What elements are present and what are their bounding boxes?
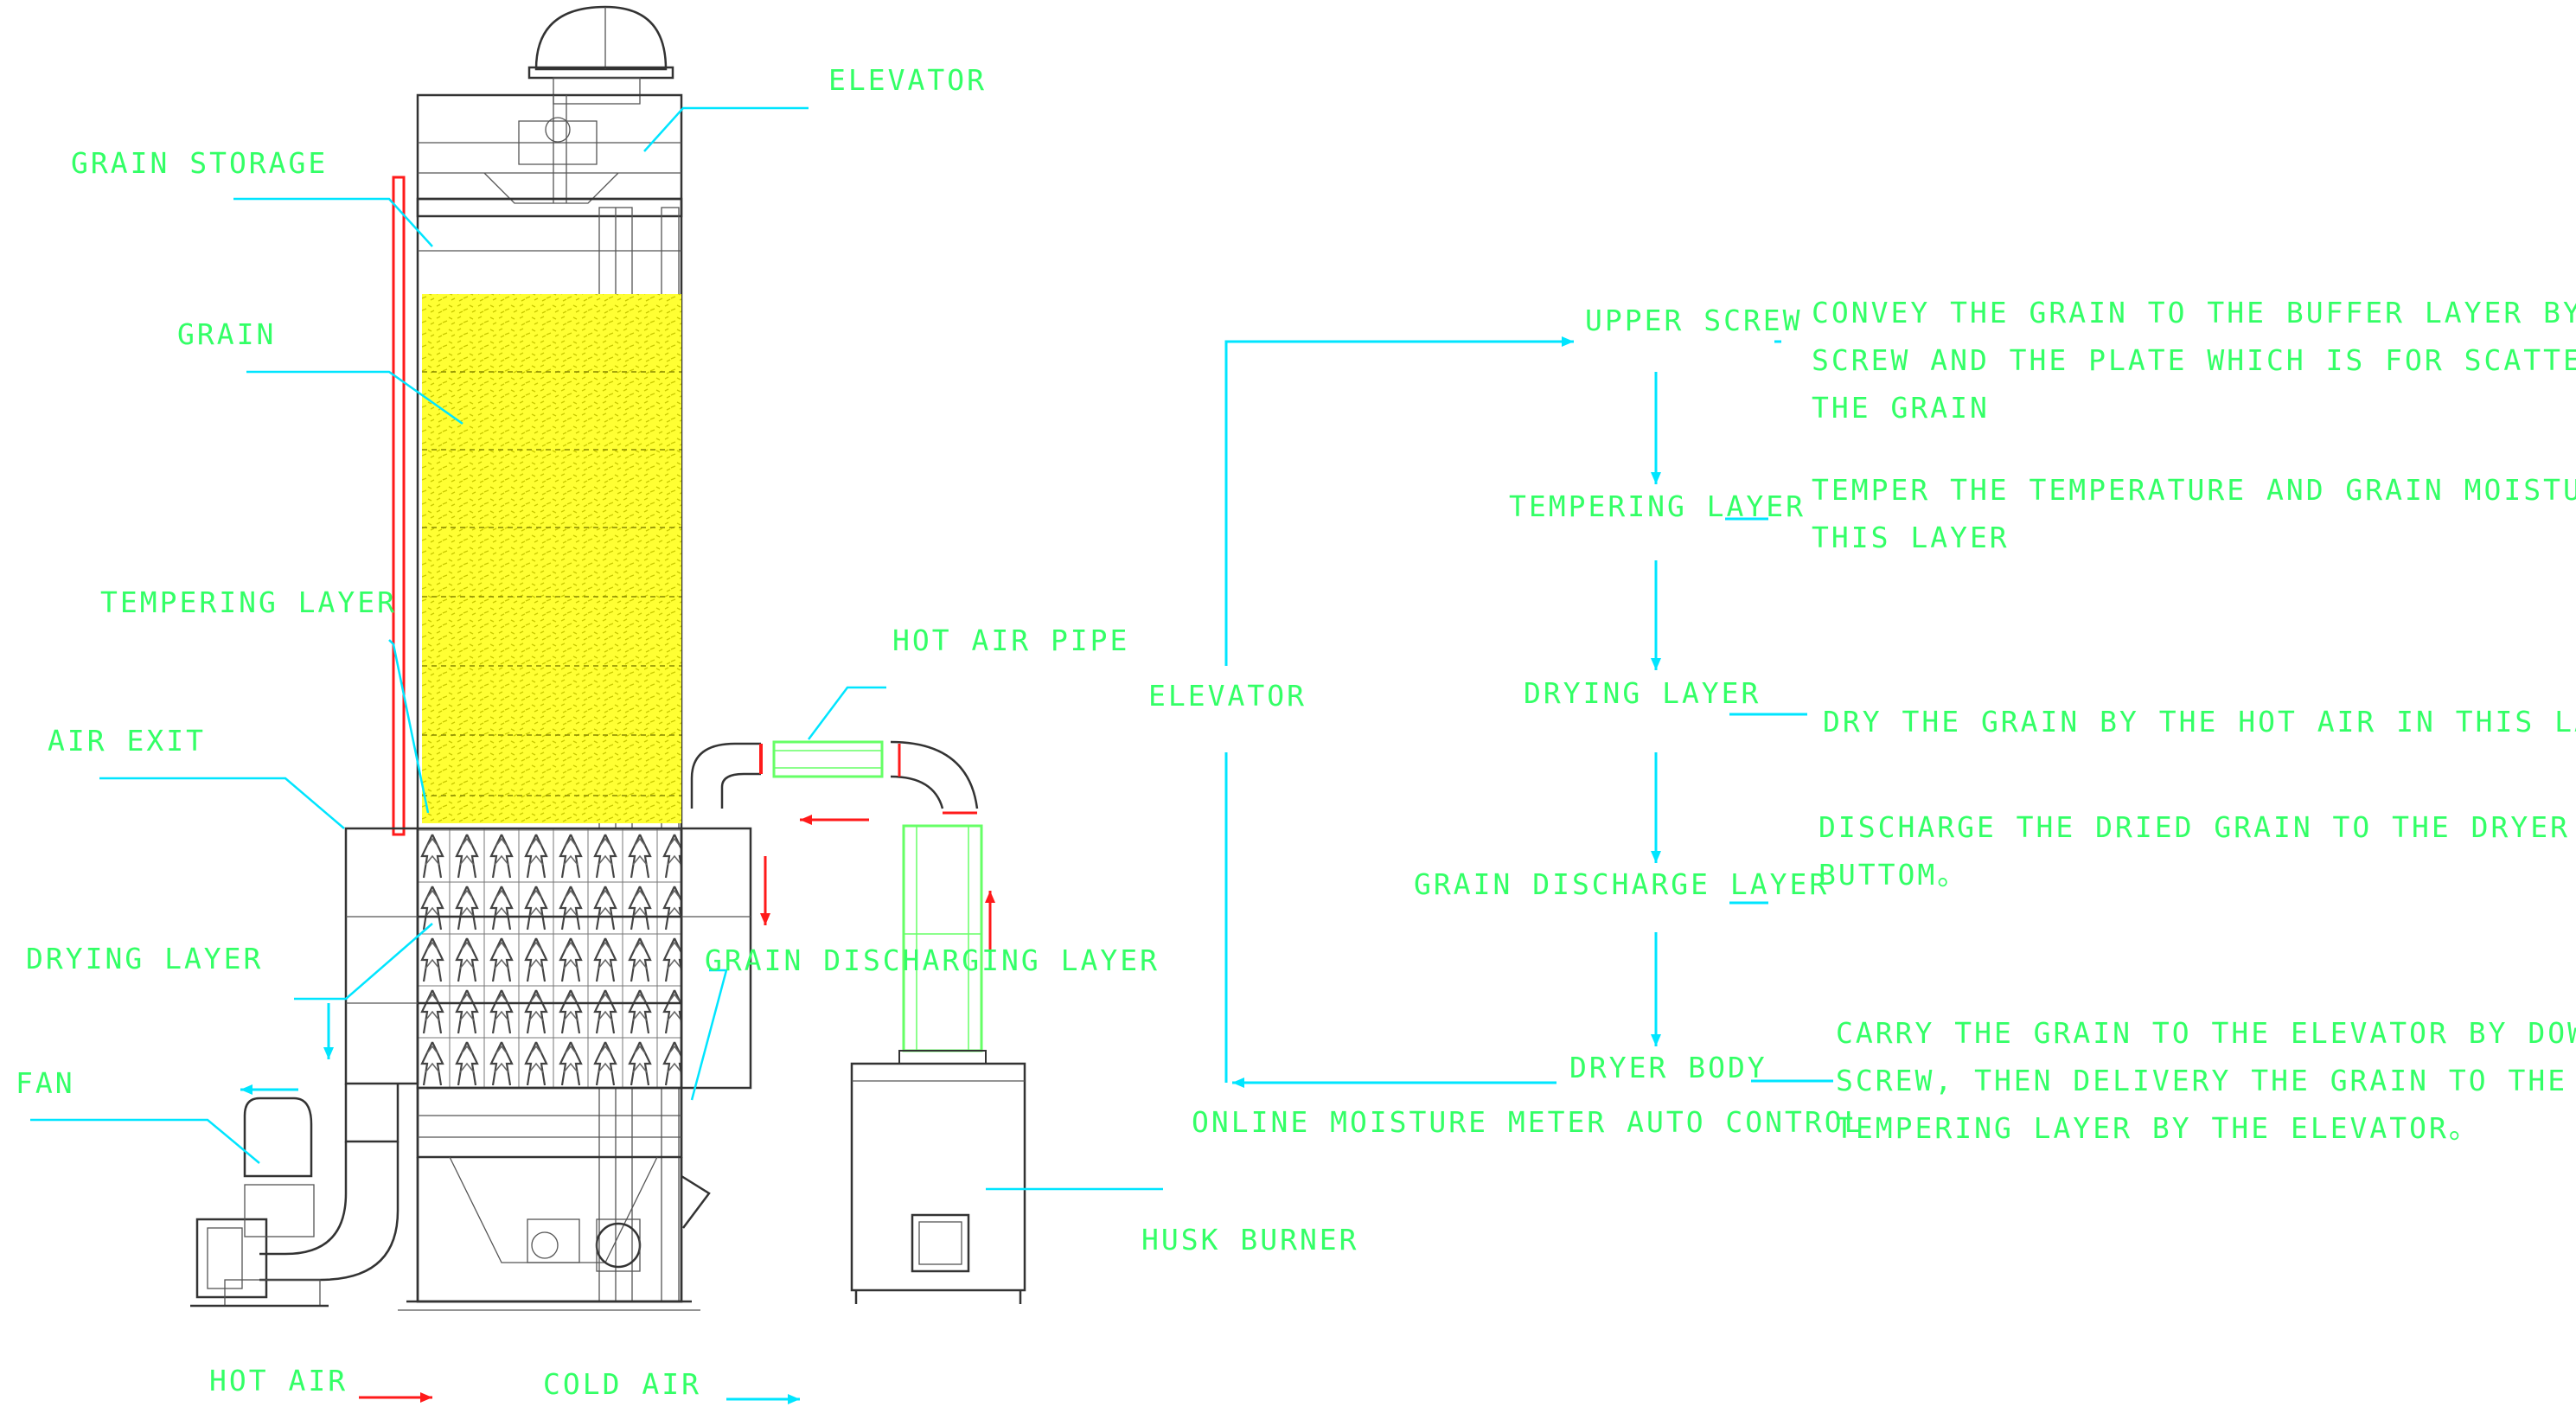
flow-online-moisture: ONLINE MOISTURE METER AUTO CONTROL [1192, 1105, 1864, 1139]
description-upper-screw: CONVEY THE GRAIN TO THE BUFFER LAYER BY … [1812, 296, 2576, 425]
label-grain-storage: GRAIN STORAGE [71, 146, 328, 180]
label-elevator: ELEVATOR [828, 63, 987, 97]
desc-drying-line1: DRY THE GRAIN BY THE HOT AIR IN THIS LAY… [1823, 705, 2576, 739]
desc-upper-screw-line2: SCREW AND THE PLATE WHICH IS FOR SCATTER… [1812, 343, 2576, 377]
grain-layer-lines [422, 371, 681, 796]
air-exit-box [344, 827, 419, 1085]
description-tempering-layer: TEMPER THE TEMPERATURE AND GRAIN MOISTUR… [1812, 473, 2576, 554]
desc-upper-screw-line3: THE GRAIN [1812, 391, 1990, 425]
flow-grain-discharge-layer: GRAIN DISCHARGE LAYER [1414, 867, 1829, 901]
flow-upper-screw: UPPER SCREW [1585, 304, 1803, 337]
legend: HOT AIR COLD AIR [209, 1364, 800, 1404]
legend-hot-air-label: HOT AIR [209, 1364, 348, 1397]
desc-discharge-line1: DISCHARGE THE DRIED GRAIN TO THE DRYER [1819, 810, 2570, 844]
flow-dryer-body: DRYER BODY [1569, 1051, 1767, 1084]
husk-burner [850, 1062, 1026, 1304]
label-grain: GRAIN [177, 317, 276, 351]
label-tempering-layer: TEMPERING LAYER [100, 585, 397, 619]
label-drying-layer: DRYING LAYER [26, 942, 263, 975]
top-frame [416, 93, 683, 218]
red-side-pipe [392, 176, 406, 836]
left-leader-lines [30, 106, 1163, 1191]
airflow-arrows [240, 815, 995, 1095]
legend-cold-air-label: COLD AIR [543, 1367, 701, 1401]
description-dryer-body: CARRY THE GRAIN TO THE ELEVATOR BY DOWN … [1836, 1016, 2576, 1145]
label-grain-discharging-layer: GRAIN DISCHARGING LAYER [705, 943, 1160, 977]
desc-tempering-line2: THIS LAYER [1812, 521, 2010, 554]
flow-elevator-line-up [1224, 340, 1392, 666]
desc-dryer-body-line1: CARRY THE GRAIN TO THE ELEVATOR BY DOWN [1836, 1016, 2576, 1050]
label-husk-burner: HUSK BURNER [1141, 1223, 1359, 1257]
drying-section [416, 827, 683, 1090]
discharge-base [398, 1086, 711, 1311]
desc-tempering-line1: TEMPER THE TEMPERATURE AND GRAIN MOISTUR… [1812, 473, 2576, 507]
label-air-exit: AIR EXIT [48, 724, 206, 758]
elevator-head [527, 5, 674, 105]
right-side-duct [680, 827, 752, 1090]
dryer-machine [190, 5, 1026, 1311]
label-hot-air-pipe: HOT AIR PIPE [892, 623, 1129, 657]
fan-assembly [190, 1084, 400, 1308]
flow-chart: ELEVATOR UPPER SCREW TEMPERING LAYER DRY… [1148, 304, 1864, 1139]
flow-drying-layer: DRYING LAYER [1524, 676, 1761, 710]
flow-elevator: ELEVATOR [1148, 679, 1307, 713]
flow-tempering-layer: TEMPERING LAYER [1509, 489, 1806, 523]
desc-upper-screw-line1: CONVEY THE GRAIN TO THE BUFFER LAYER BY … [1812, 296, 2576, 329]
hot-air-pipe [690, 740, 987, 1065]
label-fan: FAN [16, 1066, 75, 1100]
desc-dryer-body-line2: SCREW, THEN DELIVERY THE GRAIN TO THE [1836, 1064, 2567, 1097]
description-grain-discharge-layer: DISCHARGE THE DRIED GRAIN TO THE DRYER B… [1819, 810, 2570, 892]
description-drying-layer: DRY THE GRAIN BY THE HOT AIR IN THIS LAY… [1823, 705, 2576, 739]
desc-discharge-line2: BUTTOM。 [1819, 858, 1968, 892]
grain-fill [422, 294, 681, 823]
desc-dryer-body-line3: TEMPERING LAYER BY THE ELEVATOR。 [1836, 1111, 2480, 1145]
